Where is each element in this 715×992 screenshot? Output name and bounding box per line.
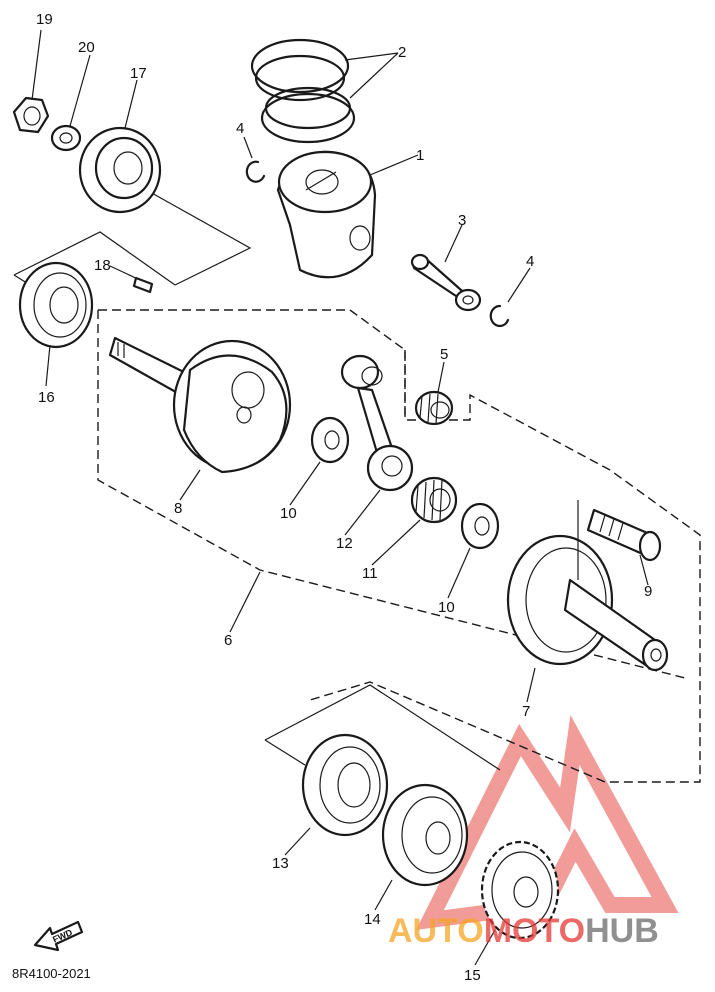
part-7-crank-right [506, 500, 669, 672]
callout-18: 18 [94, 257, 111, 274]
callout-numbers: 19 20 17 2 4 1 3 4 18 5 16 8 10 12 11 10… [36, 11, 652, 984]
part-4-circlip-right [489, 304, 510, 328]
part-5-small-end-bearing [414, 390, 454, 426]
part-code: 8R4100-2021 [12, 966, 91, 981]
watermark-moto: MOTO [484, 912, 585, 950]
part-3-piston-pin [410, 253, 482, 312]
callout-17: 17 [130, 65, 147, 82]
callout-20: 20 [78, 39, 95, 56]
part-16-bearing [18, 261, 94, 349]
callout-4-top: 4 [236, 120, 244, 137]
callout-8: 8 [174, 500, 182, 517]
callout-10-right: 10 [438, 599, 455, 616]
svg-text:AUTOMOTOHUB: AUTOMOTOHUB [388, 912, 659, 950]
callout-16: 16 [38, 389, 55, 406]
part-20-washer [50, 124, 82, 152]
part-8-crank-left [108, 336, 292, 474]
watermark-auto: AUTO [388, 912, 484, 950]
callout-13: 13 [272, 855, 289, 872]
part-10-washer-right [460, 502, 500, 550]
callout-11: 11 [362, 565, 378, 582]
watermark-text: AUTOMOTOHUB [388, 912, 659, 950]
part-17-oil-seal [78, 126, 162, 214]
part-11-big-end-bearing [410, 476, 458, 524]
callout-12: 12 [336, 535, 353, 552]
part-18-woodruff-key [132, 276, 154, 294]
callout-10-left: 10 [280, 505, 297, 522]
callout-leader-lines [31, 29, 649, 966]
part-13-bearing [301, 733, 389, 837]
callout-2: 2 [398, 44, 406, 61]
assembly-dashed-outlines [13, 191, 701, 783]
callout-6: 6 [224, 632, 232, 649]
part-15-gear [480, 840, 560, 940]
callout-4-right: 4 [526, 253, 534, 270]
part-4-circlip-top [245, 160, 266, 183]
callout-3: 3 [458, 212, 466, 229]
callout-15: 15 [464, 967, 481, 984]
callout-1: 1 [416, 147, 424, 164]
callout-5: 5 [440, 346, 448, 363]
part-9-crank-pin [586, 508, 662, 562]
part-19-nut [12, 96, 50, 134]
part-12-connecting-rod [340, 354, 414, 492]
callout-14: 14 [364, 911, 381, 928]
part-10-washer-left [310, 416, 350, 464]
part-14-oil-seal [381, 783, 469, 887]
callout-19: 19 [36, 11, 53, 28]
part-1-piston [276, 150, 377, 279]
forward-arrow-icon: FWD [33, 920, 84, 952]
watermark-hub: HUB [585, 912, 659, 950]
part-2-piston-rings [250, 38, 356, 144]
callout-7: 7 [522, 703, 530, 720]
callout-9: 9 [644, 583, 652, 600]
